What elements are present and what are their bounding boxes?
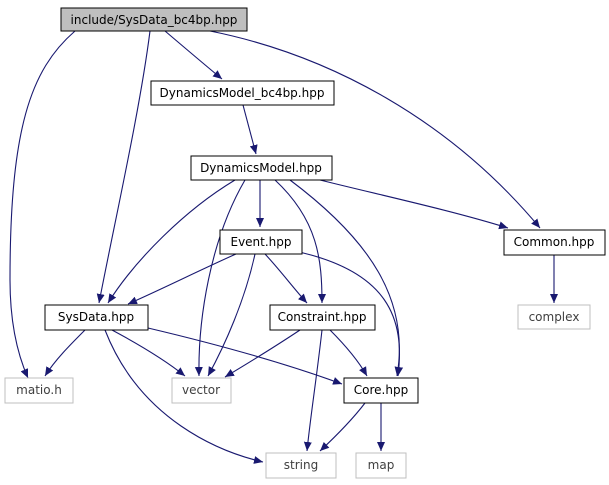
node-label: matio.h [16,383,62,397]
node-label: include/SysData_bc4bp.hpp [71,13,238,27]
edge-sysdata-bc4bp-to-sysdata [96,30,151,304]
edge-sysdata-bc4bp-to-dynamicsmodel-bc4bp [164,30,223,80]
node-box [150,80,335,106]
edge-sysdata-to-string [104,329,264,464]
node-label: complex [529,310,580,324]
node-box [517,304,591,330]
edge-event-to-constraint [264,253,308,304]
node-constraint[interactable]: Constraint.hpp [269,304,376,331]
node-matio[interactable]: matio.h [4,377,74,404]
node-sysdata[interactable]: SysData.hpp [44,304,149,331]
node-label: vector [182,383,220,397]
edge-dynamicsmodel-bc4bp-to-dynamicsmodel [242,104,258,155]
node-box [4,377,74,404]
edge-dynamicsmodel-to-core [289,179,403,377]
node-common[interactable]: Common.hpp [503,229,606,256]
edge-constraint-to-string [303,329,323,452]
node-label: Event.hpp [230,235,291,249]
node-box [503,229,606,256]
node-box [265,452,337,479]
node-box [355,452,407,479]
edge-constraint-to-vector [224,329,301,378]
node-box [60,7,248,32]
edge-event-to-core [289,249,404,377]
node-box [190,155,333,181]
node-box [171,377,232,404]
edge-event-to-vector [207,253,256,377]
node-complex[interactable]: complex [517,304,591,330]
edge-sysdata-to-matio [44,329,86,377]
node-event[interactable]: Event.hpp [219,229,303,255]
node-map[interactable]: map [355,452,407,479]
edge-sysdata-bc4bp-to-common [209,30,541,229]
node-sysdata-bc4bp[interactable]: include/SysData_bc4bp.hpp [60,7,248,32]
edge-constraint-to-core [329,329,368,377]
edge-sysdata-to-vector [111,329,186,377]
edge-dynamicsmodel-to-sysdata [107,179,236,304]
edge-core-to-string [319,402,366,452]
node-box [44,304,149,331]
node-label: Constraint.hpp [278,310,367,324]
node-box [219,229,303,255]
node-box [343,377,419,404]
node-label: map [368,458,395,472]
node-label: SysData.hpp [58,310,134,324]
node-label: string [284,458,318,472]
node-vector[interactable]: vector [171,377,232,404]
edge-sysdata-to-core [147,327,343,385]
node-dynamicsmodel[interactable]: DynamicsModel.hpp [190,155,333,181]
node-dynamicsmodel-bc4bp[interactable]: DynamicsModel_bc4bp.hpp [150,80,335,106]
node-core[interactable]: Core.hpp [343,377,419,404]
node-label: Common.hpp [514,235,595,249]
node-label: DynamicsModel_bc4bp.hpp [160,86,325,100]
node-label: DynamicsModel.hpp [200,161,322,175]
edge-event-to-sysdata [127,253,237,305]
edge-dynamicsmodel-to-common [319,179,509,230]
node-label: Core.hpp [354,383,408,397]
edge-sysdata-bc4bp-to-matio [9,30,76,379]
edge-dynamicsmodel-to-constraint [274,179,326,304]
edge-dynamicsmodel-to-vector [194,179,246,377]
node-box [269,304,376,331]
node-string[interactable]: string [265,452,337,479]
